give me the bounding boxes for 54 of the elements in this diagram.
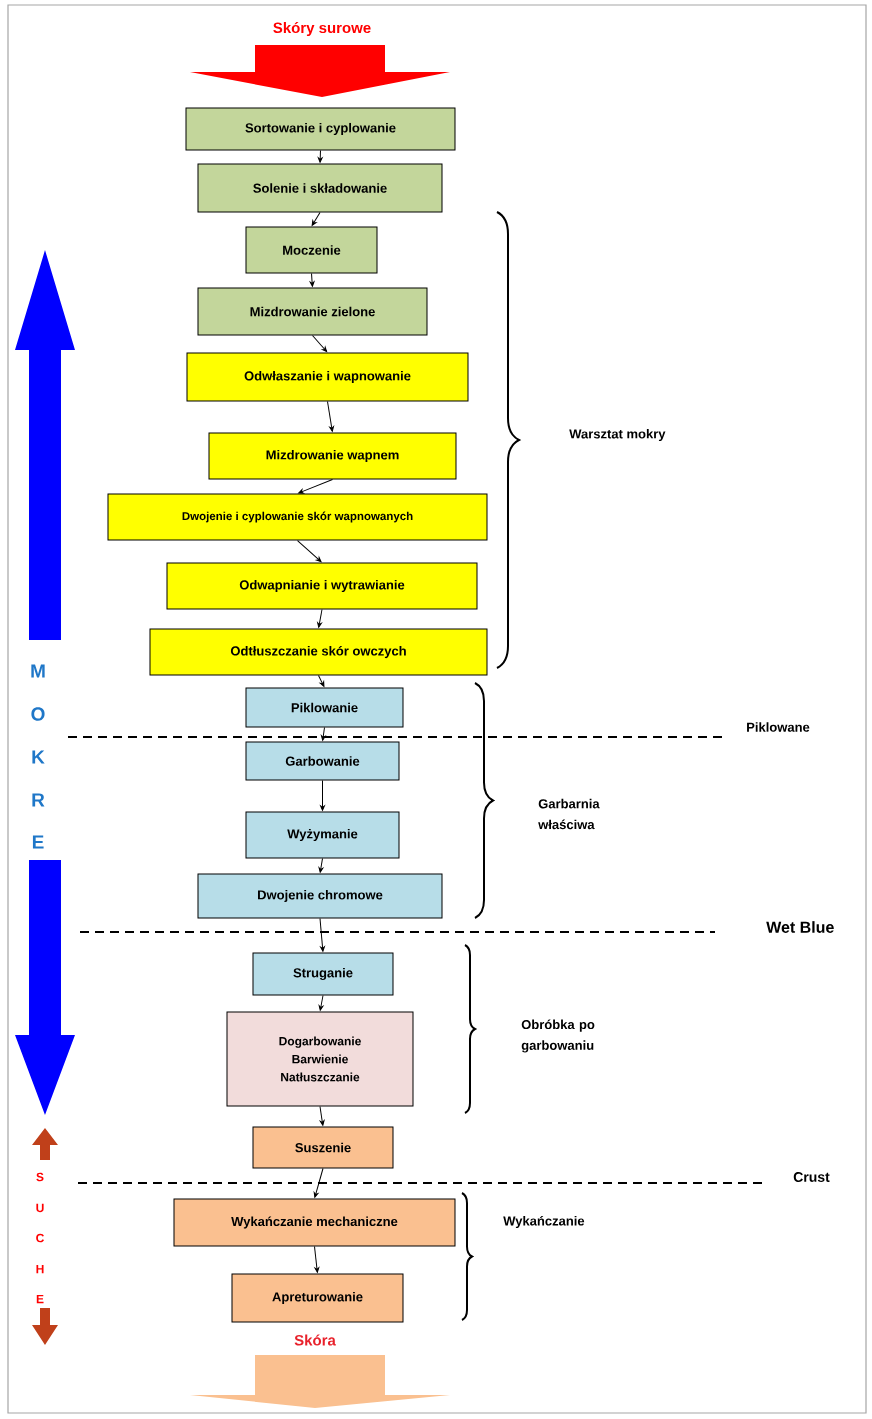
arrow [309, 273, 315, 287]
process-box: Garbowanie [245, 741, 400, 781]
label: Garbarnia właściwa [538, 798, 600, 830]
label: S [36, 1172, 44, 1182]
label: E [36, 1294, 44, 1304]
process-box: Dwojenie chromowe [197, 873, 443, 919]
arrow [297, 540, 322, 563]
label: H [36, 1264, 44, 1274]
arrow [314, 1246, 320, 1273]
node-label: Skóry surowe [273, 21, 371, 37]
label: Obróbka po garbowaniu [521, 1019, 595, 1053]
label: R [32, 793, 45, 807]
process-box: Piklowanie [245, 687, 404, 728]
arrow [327, 401, 334, 432]
process-box: Mizdrowanie zielone [197, 287, 428, 336]
node-label: Skóra [294, 1334, 336, 1346]
process-box: Odwapnianie i wytrawianie [166, 562, 478, 610]
arrow [298, 479, 333, 494]
process-box: Solenie i składowanie [197, 163, 443, 213]
process-box: Suszenie [252, 1126, 394, 1169]
label: K [32, 750, 45, 764]
label: C [36, 1233, 44, 1243]
arrow [318, 995, 324, 1011]
process-box: Struganie [252, 952, 394, 996]
label: M [31, 664, 45, 678]
arrow [320, 780, 325, 811]
arrow [320, 727, 326, 741]
label: Warsztat mokry [569, 428, 666, 442]
process-box: Dwojenie i cyplowanie skór wapnowanych [107, 493, 488, 541]
label: U [36, 1203, 44, 1213]
arrow [318, 858, 324, 873]
label: E [32, 835, 44, 849]
process-box: Mizdrowanie wapnem [208, 432, 457, 480]
process-box: Apreturowanie [231, 1273, 404, 1323]
arrow [317, 609, 323, 628]
process-box: Wykańczanie mechaniczne [173, 1198, 456, 1247]
arrow [319, 1106, 325, 1126]
arrow [318, 675, 325, 687]
arrow [319, 918, 325, 952]
label: Crust [793, 1172, 830, 1182]
process-box: Odtłuszczanie skór owczych [149, 628, 488, 676]
process-box: Sortowanie i cyplowanie [185, 107, 456, 151]
arrow [312, 335, 328, 353]
label: Wet Blue [766, 921, 834, 933]
label: Wykańczanie [503, 1215, 585, 1229]
arrow [317, 150, 323, 163]
arrow [313, 1168, 324, 1198]
process-box: Dogarbowanie Barwienie Natłuszczanie [226, 1011, 414, 1107]
process-box: Moczenie [245, 226, 378, 274]
label: Piklowane [747, 722, 810, 732]
arrow [311, 212, 321, 226]
process-box: Wyżymanie [245, 811, 400, 859]
process-box: Odwłaszanie i wapnowanie [186, 352, 469, 402]
label: O [31, 707, 45, 721]
